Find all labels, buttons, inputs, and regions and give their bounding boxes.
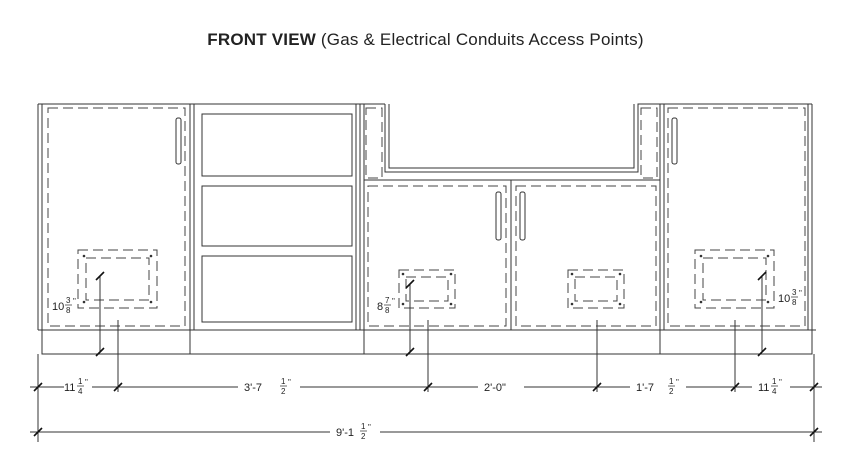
- toe-kick-base: [41, 329, 813, 355]
- dim-height-left-num: 3: [66, 296, 71, 305]
- dimension-string-overall: [30, 427, 822, 437]
- dim-label-height-right: 10 3 8 ": [778, 288, 802, 307]
- dim-right-offset-whole: 11: [758, 382, 769, 394]
- dim-right-offset-num: 1: [772, 377, 777, 386]
- dim-seg-3-whole: 2'-0": [484, 382, 506, 394]
- dim-right-offset-unit: ": [779, 378, 782, 387]
- drawer-stack: [193, 104, 357, 330]
- grill-left-pilaster: [365, 107, 383, 179]
- left-access-box-inner: [85, 257, 150, 301]
- grill-right-pilaster: [640, 107, 658, 179]
- dim-height-mid-num: 7: [385, 296, 390, 305]
- dim-seg-4-unit: ": [676, 378, 679, 387]
- dim-height-right-unit: ": [799, 289, 802, 298]
- dim-left-offset-whole: 11: [64, 382, 75, 394]
- right-center-access-box-inner: [574, 276, 618, 302]
- left-cabinet-door: [47, 107, 186, 327]
- center-access-box-inner: [405, 276, 449, 302]
- title-bold: FRONT VIEW: [207, 30, 316, 49]
- right-door-handle: [671, 117, 678, 165]
- dim-label-right-offset: 11 1 4 ": [758, 377, 782, 396]
- dim-seg-4-whole: 1'-7: [636, 382, 654, 394]
- right-cabinet: [659, 104, 806, 354]
- dim-label-seg-4: 1'-7 1 2 ": [636, 377, 679, 396]
- dim-height-left-den: 8: [66, 306, 71, 315]
- dim-overall-den: 2: [361, 432, 366, 441]
- dim-seg-2-unit: ": [288, 378, 291, 387]
- dim-seg-4-den: 2: [669, 387, 674, 396]
- dim-label-height-left: 10 3 8 ": [52, 296, 76, 315]
- dim-height-left-unit: ": [73, 297, 76, 306]
- dim-overall-whole: 9'-1: [336, 427, 354, 439]
- dim-left-offset-unit: ": [85, 378, 88, 387]
- dim-height-mid-den: 8: [385, 306, 390, 315]
- cabinet-outline: [37, 103, 816, 331]
- drawing-title: FRONT VIEW (Gas & Electrical Conduits Ac…: [0, 30, 851, 50]
- drawer-middle: [201, 185, 353, 247]
- dim-height-left-whole: 10: [52, 301, 64, 313]
- access-point-verticals: [95, 271, 767, 392]
- grill-cabinet: [363, 107, 661, 354]
- dim-seg-2-den: 2: [281, 387, 286, 396]
- title-subtitle: (Gas & Electrical Conduits Access Points…: [315, 30, 644, 49]
- dim-height-right-whole: 10: [778, 293, 790, 305]
- grill-left-handle: [495, 191, 502, 241]
- dim-height-mid-whole: 8: [377, 301, 383, 313]
- dim-label-height-mid: 8 7 8 ": [377, 296, 395, 315]
- left-door-handle: [175, 117, 182, 165]
- right-center-access-box-outer: [567, 269, 625, 309]
- dim-label-seg-2: 3'-7 1 2 ": [244, 377, 291, 396]
- drawer-top: [201, 113, 353, 177]
- center-access-box-outer: [398, 269, 456, 309]
- drawer-bottom: [201, 255, 353, 323]
- left-access-box-outer: [77, 249, 158, 309]
- grill-left-door: [367, 185, 507, 327]
- grill-right-handle: [519, 191, 526, 241]
- right-cabinet-door: [667, 107, 806, 327]
- right-access-box-inner: [702, 257, 767, 301]
- dim-overall-num: 1: [361, 422, 366, 431]
- dim-right-offset-den: 4: [772, 387, 777, 396]
- dim-overall-unit: ": [368, 423, 371, 432]
- dim-height-right-den: 8: [792, 298, 797, 307]
- grill-right-door: [515, 185, 657, 327]
- dimension-string-segments: [30, 354, 822, 442]
- dim-left-offset-den: 4: [78, 387, 83, 396]
- dim-height-mid-unit: ": [392, 297, 395, 306]
- dim-seg-2-whole: 3'-7: [244, 382, 262, 394]
- dim-seg-2-num: 1: [281, 377, 286, 386]
- dim-label-seg-3: 2'-0": [484, 382, 506, 394]
- dim-left-offset-num: 1: [78, 377, 83, 386]
- dim-label-left-offset: 11 1 4 ": [64, 377, 88, 396]
- right-access-box-outer: [694, 249, 775, 309]
- left-cabinet: [47, 104, 191, 354]
- dim-height-right-num: 3: [792, 288, 797, 297]
- dim-label-overall: 9'-1 1 2 ": [336, 422, 371, 441]
- dim-seg-4-num: 1: [669, 377, 674, 386]
